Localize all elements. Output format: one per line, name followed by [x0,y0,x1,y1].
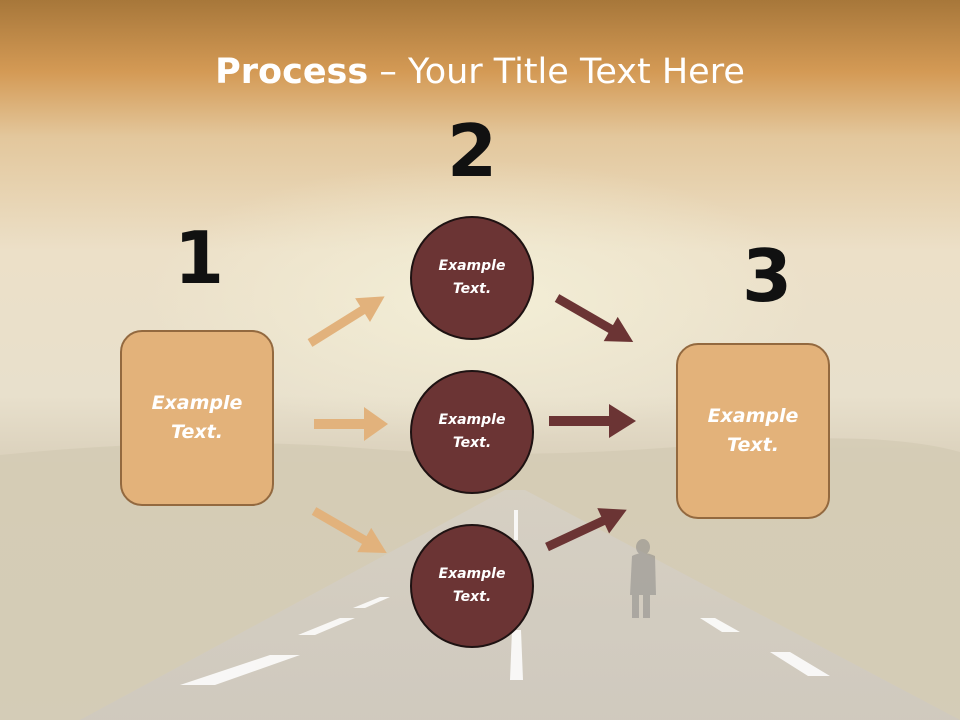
arrow-bottom-to-right [545,508,627,552]
step-number-3: 3 [741,234,793,318]
step-number-1: 1 [173,216,225,300]
arrow-left-to-top [307,296,385,347]
circle-top-text: Example Text. [438,258,506,297]
arrow-middle-to-right [549,404,636,438]
arrow-left-to-bottom [311,507,387,553]
arrow-top-to-right [554,294,634,342]
step-number-2: 2 [446,109,498,193]
left-box: Example Text. [120,330,274,506]
arrow-left-to-middle [314,407,388,441]
title-bold-part: Process [215,52,369,92]
circle-top: Example Text. [410,216,534,340]
right-box: Example Text. [676,343,830,519]
circle-bottom-text: Example Text. [438,566,506,605]
right-box-text: Example Text. [707,405,799,456]
circle-middle: Example Text. [410,370,534,494]
left-box-text: Example Text. [151,392,243,443]
circle-middle-text: Example Text. [438,412,506,451]
slide-title: Process – Your Title Text Here [0,52,960,92]
circle-bottom: Example Text. [410,524,534,648]
title-rest-part: – Your Title Text Here [368,52,745,92]
